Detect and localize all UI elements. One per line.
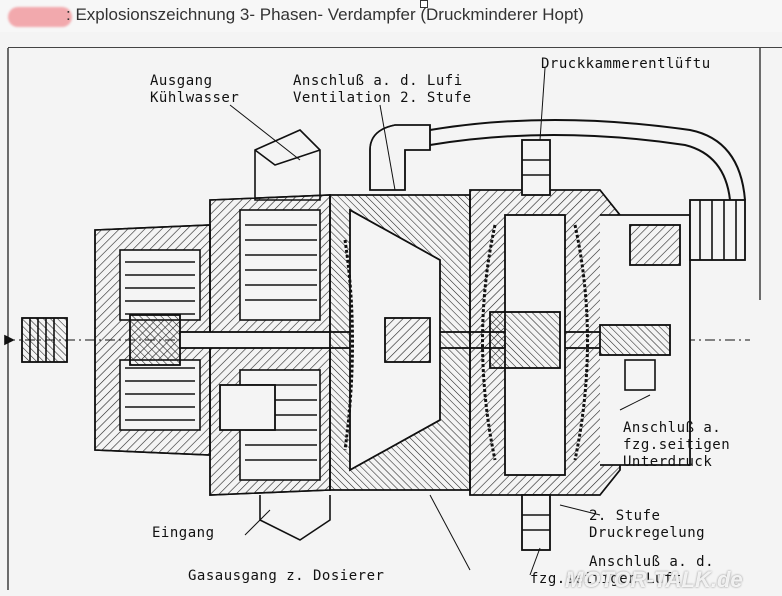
label-ventilation: Ventilation 2. Stufe [293,90,472,106]
label-unterdruck: Unterdruck [623,454,713,470]
label-fzg-seitigen: fzg.seitigen [623,437,731,453]
resize-handle[interactable] [420,0,428,8]
label-fzg-bottom: fzg.seitigen Luft [530,571,682,587]
label-druckregelung: Druckregelung [589,525,706,541]
watermark: MOTOR-TALK.de [565,567,743,592]
title-bar: : Explosionszeichnung 3- Phasen- Verdamp… [0,0,782,32]
label-kuehlwasser: Kühlwasser [150,90,240,106]
redacted-logo [8,7,72,27]
label-anschluss-lufi: Anschluß a. d. Lufi [293,73,463,89]
page-title: : Explosionszeichnung 3- Phasen- Verdamp… [66,5,584,24]
label-anschluss-a-d: Anschluß a. d. [589,554,715,570]
label-anschluss-a: Anschluß a. [623,420,722,436]
label-ausgang: Ausgang [150,73,213,89]
label-eingang: Eingang [152,525,215,541]
label-gasausgang: Gasausgang z. Dosierer [188,568,385,584]
label-stufe2: 2. Stufe [589,508,661,524]
divider-line [8,47,782,48]
label-druckkammer: Druckkammerentlüftu [541,56,711,72]
